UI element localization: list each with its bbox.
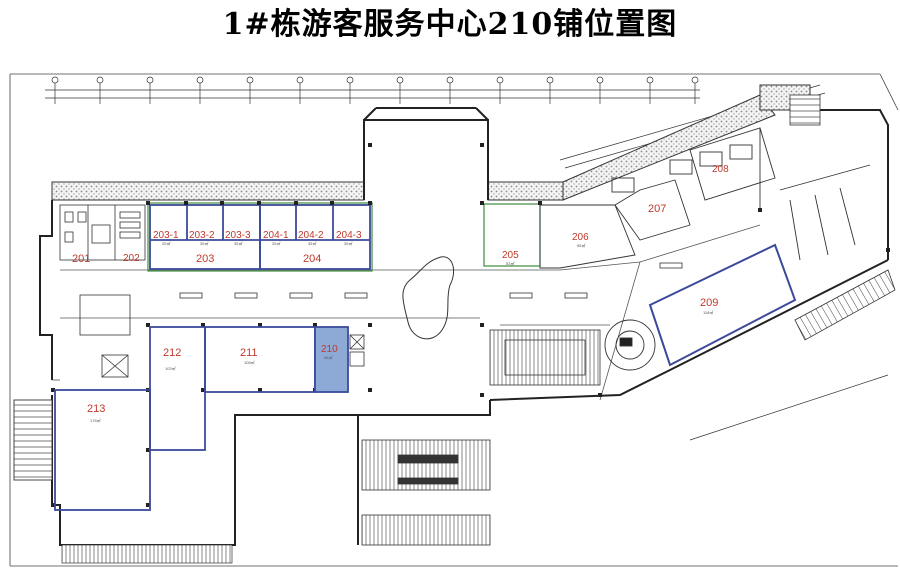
stair-bottom-left bbox=[13, 399, 53, 481]
unit-210-label: 210 bbox=[321, 344, 338, 355]
unit-213-label: 213 bbox=[87, 403, 105, 415]
page-title: 1#栋游客服务中心210铺位置图 bbox=[222, 7, 678, 42]
unit-206-label: 206 bbox=[572, 232, 589, 243]
unit-204-1-label: 204-1 bbox=[263, 230, 289, 241]
unit-204-2-area: 35㎡ bbox=[308, 240, 316, 246]
round-feature bbox=[604, 319, 656, 371]
unit-211-area: 106㎡ bbox=[244, 359, 255, 365]
stair-bottom-center bbox=[361, 439, 491, 546]
unit-203-3-area: 35㎡ bbox=[234, 240, 242, 246]
dimension-line-diagonal bbox=[559, 84, 889, 441]
unit-205-area: 53㎡ bbox=[506, 260, 514, 266]
right-wing-rooms bbox=[539, 127, 871, 269]
unit-203-1-label: 203-1 bbox=[153, 230, 179, 241]
unit-203-1-area: 25㎡ bbox=[162, 240, 170, 246]
columns bbox=[51, 143, 890, 507]
unit-203-2-label: 203-2 bbox=[189, 230, 215, 241]
unit-205-label: 205 bbox=[502, 250, 519, 261]
unit-204-3-area: 35㎡ bbox=[344, 240, 352, 246]
unit-204-1-area: 25㎡ bbox=[272, 240, 280, 246]
lift-boxes bbox=[79, 294, 365, 378]
unit-203-3-label: 203-3 bbox=[225, 230, 251, 241]
shop-row-top bbox=[149, 204, 371, 270]
unit-213-area: 176㎡ bbox=[90, 417, 101, 423]
stair-right-top bbox=[789, 94, 821, 126]
unit-202-label: 202 bbox=[123, 253, 140, 264]
shop-row-bottom bbox=[54, 326, 349, 511]
unit-204-2-label: 204-2 bbox=[298, 230, 324, 241]
unit-212-area: 102㎡ bbox=[165, 365, 176, 371]
unit-206-area: 98㎡ bbox=[577, 242, 585, 248]
unit-207-label: 207 bbox=[648, 203, 666, 215]
unit-210-highlight bbox=[314, 326, 349, 393]
escalators bbox=[489, 329, 601, 386]
unit-210-area: 36㎡ bbox=[324, 354, 332, 360]
central-island bbox=[402, 256, 454, 340]
unit-203-label: 203 bbox=[196, 253, 214, 265]
dimension-line-top bbox=[45, 76, 700, 104]
unit-211-label: 211 bbox=[240, 347, 258, 359]
unit-212-label: 212 bbox=[163, 347, 181, 359]
unit-201-label: 201 bbox=[72, 253, 90, 265]
drawing-frame bbox=[9, 73, 899, 567]
restroom-left bbox=[59, 204, 146, 261]
stair-bottom-left-strip bbox=[61, 544, 233, 564]
unit-208-label: 208 bbox=[712, 164, 729, 175]
unit-209-outline bbox=[648, 243, 797, 367]
stair-right-diagonal bbox=[794, 269, 896, 341]
unit-203-2-area: 35㎡ bbox=[200, 240, 208, 246]
unit-204-3-label: 204-3 bbox=[336, 230, 362, 241]
unit-209-area: 118㎡ bbox=[703, 309, 713, 315]
perimeter-walls bbox=[51, 84, 811, 201]
unit-204-label: 204 bbox=[303, 253, 321, 265]
unit-209-label: 209 bbox=[700, 297, 718, 309]
